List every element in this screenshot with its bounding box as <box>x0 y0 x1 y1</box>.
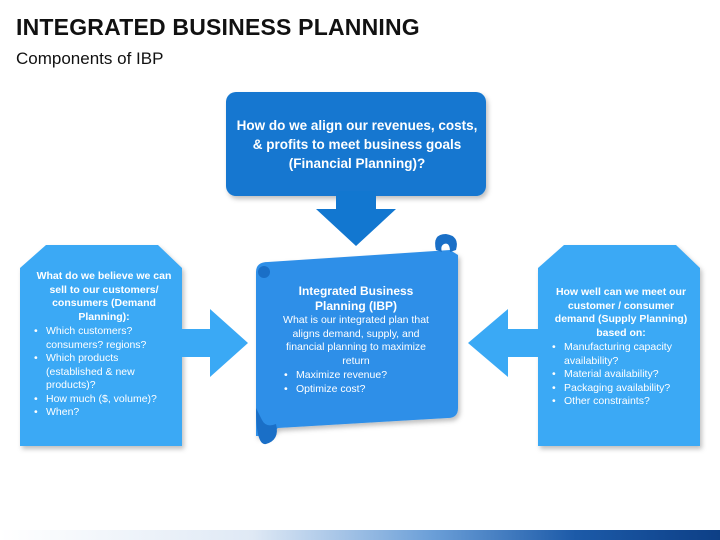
down-arrow <box>316 191 396 246</box>
scroll-curl-top <box>435 234 457 252</box>
scroll-curl-bottom <box>256 408 277 445</box>
center-box-heading: Integrated Business Planning (IBP) <box>298 284 414 313</box>
left-box-content: What do we believe we can sell to our cu… <box>32 270 176 420</box>
top-box <box>226 92 486 196</box>
page-title: INTEGRATED BUSINESS PLANNING <box>16 14 420 40</box>
list-item: Manufacturing capacity availability? <box>550 341 692 368</box>
right-box-heading: How well can we meet our customer / cons… <box>554 286 688 339</box>
list-item: Material availability? <box>550 368 692 382</box>
center-box-intro: What is our integrated plan that aligns … <box>283 314 429 367</box>
list-item: Other constraints? <box>550 395 692 409</box>
page-subtitle: Components of IBP <box>16 49 164 68</box>
list-item: How much ($, volume)? <box>32 393 176 407</box>
list-item: Which customers? consumers? regions? <box>32 325 176 352</box>
scroll-curl-left <box>258 266 270 278</box>
left-box-heading: What do we believe we can sell to our cu… <box>36 270 172 323</box>
list-item: Optimize cost? <box>282 383 430 397</box>
right-box-bullets: Manufacturing capacity availability? Mat… <box>550 341 692 409</box>
left-arrow <box>468 309 540 377</box>
list-item: Packaging availability? <box>550 382 692 396</box>
right-box-content: How well can we meet our customer / cons… <box>550 286 692 409</box>
list-item: Maximize revenue? <box>282 369 430 383</box>
footer-gradient-bar <box>0 530 720 540</box>
list-item: Which products (established & new produc… <box>32 352 176 393</box>
top-box-text: How do we align our revenues, costs, & p… <box>236 118 478 171</box>
center-box-bullets: Maximize revenue? Optimize cost? <box>282 369 430 396</box>
right-arrow <box>180 309 248 377</box>
list-item: When? <box>32 406 176 420</box>
left-box-bullets: Which customers? consumers? regions? Whi… <box>32 325 176 420</box>
center-box-content: Integrated Business Planning (IBP) What … <box>282 284 430 396</box>
